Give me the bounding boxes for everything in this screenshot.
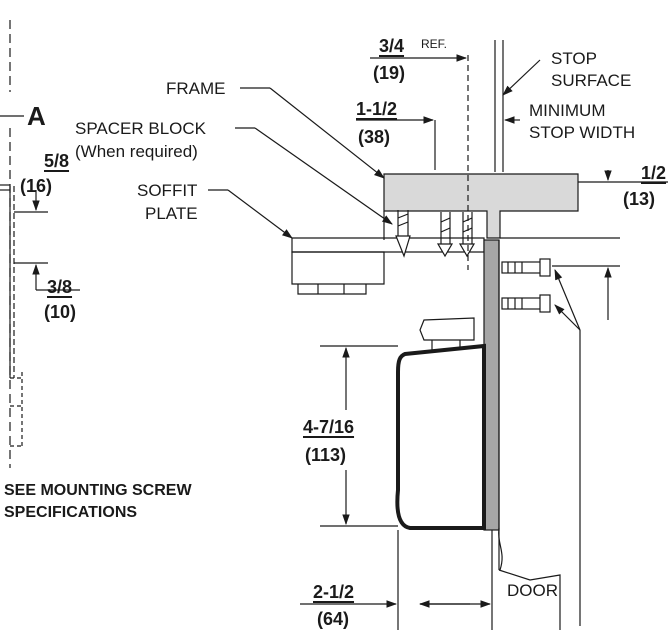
mounting-screw-note-line1: SEE MOUNTING SCREW — [4, 482, 192, 499]
frame-ref-mm: (19) — [373, 63, 406, 83]
frame-ref-suffix: REF. — [421, 37, 448, 51]
spacer-height-inch: 5/8 — [44, 151, 70, 171]
mounting-screws — [395, 210, 476, 258]
closer-height-mm: (113) — [305, 445, 347, 465]
soffit-gap-mm: (10) — [44, 302, 77, 322]
spacer-height-mm: (16) — [20, 176, 53, 196]
soffit-gap-inch: 3/8 — [47, 277, 73, 297]
section-marker-label: A — [27, 101, 46, 131]
spacer-block-label: SPACER BLOCK — [75, 119, 207, 138]
mounting-screw-note-line2: SPECIFICATIONS — [4, 504, 138, 521]
closer-height-inch: 4-7/16 — [303, 417, 355, 437]
closer-depth-inch: 2-1/2 — [313, 582, 355, 602]
soffit-label-line1: SOFFIT — [137, 181, 198, 200]
soffit-plate — [291, 237, 485, 295]
door-screws — [501, 258, 551, 313]
when-required-label: (When required) — [75, 142, 198, 161]
left-partial-view — [0, 20, 80, 468]
frame-ref-inch: 3/4 — [379, 36, 405, 56]
frame-body — [383, 173, 579, 239]
door-closer-body — [395, 317, 486, 530]
stop-to-screw-inch: 1/2 — [641, 163, 667, 183]
door-edge — [483, 239, 500, 531]
stop-surface-label-line2: SURFACE — [551, 71, 632, 90]
door-label: DOOR — [507, 581, 558, 600]
minimum-stop-label-line1: MINIMUM — [529, 101, 606, 120]
stop-to-screw-mm: (13) — [623, 189, 656, 209]
door-body — [498, 240, 561, 630]
soffit-label-line2: PLATE — [145, 204, 198, 223]
dimension-lines — [208, 40, 668, 630]
spacer-offset-mm: (38) — [358, 127, 391, 147]
minimum-stop-label-line2: STOP WIDTH — [529, 123, 636, 142]
frame-label: FRAME — [166, 79, 226, 98]
closer-depth-mm: (64) — [317, 609, 350, 629]
stop-surface-label-line1: STOP — [551, 49, 597, 68]
spacer-offset-inch: 1-1/2 — [356, 99, 398, 119]
